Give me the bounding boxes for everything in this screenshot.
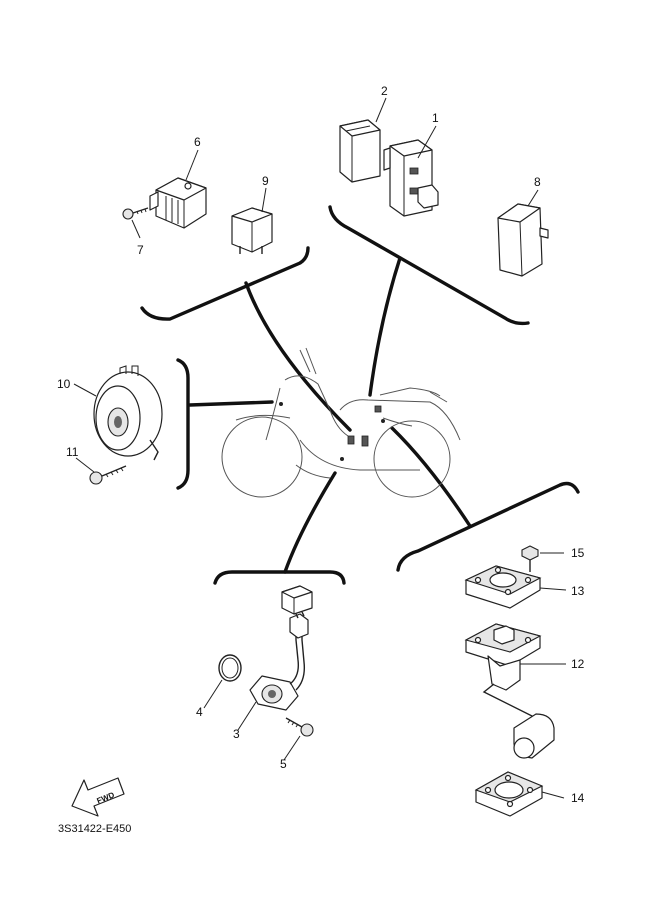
- part-7-bolt: [122, 207, 149, 220]
- callout-5: 5: [280, 757, 287, 771]
- part-6-rectifier-regulator: [149, 177, 207, 229]
- leader-upper-right: [368, 256, 402, 397]
- callout-9: 9: [262, 174, 269, 188]
- group-brackets: [140, 205, 580, 585]
- callout-10: 10: [57, 377, 71, 391]
- callout-11: 11: [66, 445, 79, 459]
- callout-numbers: 1 2 3 4 5 6 7 8 9 10 11 12 13 14 15: [57, 84, 585, 805]
- callout-12: 12: [571, 657, 585, 671]
- leader-bottom: [283, 471, 337, 574]
- part-1-relay-unit: [383, 139, 439, 217]
- part-2-connector-cover: [339, 119, 381, 183]
- part-10-horn: [93, 365, 163, 461]
- leader-lower-right: [390, 426, 472, 528]
- leader-left: [188, 400, 274, 407]
- bracket-upper-right: [328, 205, 530, 326]
- part-13-plate: [464, 565, 542, 609]
- part-8-cdi-unit: [497, 203, 549, 277]
- callout-14: 14: [571, 791, 585, 805]
- bracket-lower-right: [396, 481, 580, 572]
- callout-15: 15: [571, 546, 585, 560]
- part-3-sensor: [249, 585, 313, 711]
- diagram-code: 3S31422-E450: [58, 823, 131, 835]
- fwd-arrow: FWD: [71, 777, 125, 817]
- callout-leaders: [73, 97, 567, 799]
- callout-2: 2: [381, 84, 388, 98]
- callout-1: 1: [432, 111, 439, 125]
- motorcycle-silhouette: [221, 347, 461, 498]
- callout-4: 4: [196, 705, 203, 719]
- rear-wheel: [373, 420, 451, 498]
- part-11-bolt: [89, 465, 127, 485]
- part-9-relay: [231, 207, 273, 254]
- bracket-bottom: [213, 570, 346, 585]
- part-14-gasket: [474, 771, 544, 817]
- bracket-left: [176, 358, 190, 490]
- part-4-o-ring: [218, 654, 242, 682]
- callout-3: 3: [233, 727, 240, 741]
- part-5-screw: [285, 717, 314, 737]
- callout-7: 7: [137, 243, 144, 257]
- callout-6: 6: [194, 135, 201, 149]
- bracket-upper-left: [140, 246, 310, 321]
- front-wheel: [221, 416, 303, 498]
- callout-8: 8: [534, 175, 541, 189]
- part-12-fuel-sender: [464, 623, 555, 759]
- leader-upper-left: [244, 281, 352, 432]
- callout-13: 13: [571, 584, 585, 598]
